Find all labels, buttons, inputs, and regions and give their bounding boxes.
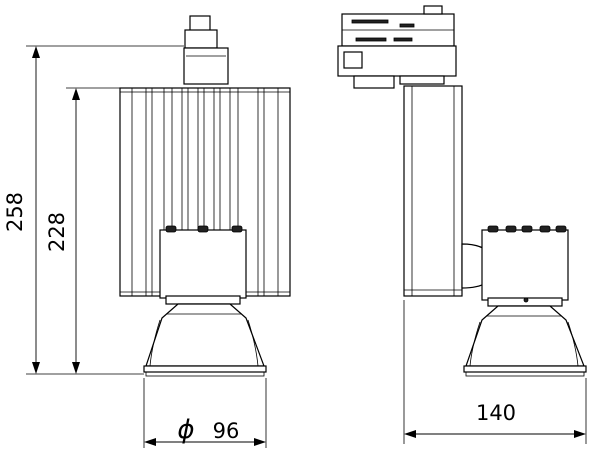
dim-label-diameter: 96 bbox=[213, 419, 240, 443]
side-track-adapter bbox=[337, 5, 457, 89]
front-track-adapter bbox=[183, 15, 229, 85]
side-view bbox=[337, 5, 587, 377]
dim-total-height: 258 bbox=[3, 45, 184, 375]
side-body bbox=[403, 85, 463, 297]
dim-label-total-height: 258 bbox=[3, 192, 27, 232]
side-driver-housing bbox=[481, 225, 569, 307]
dim-diameter: ϕ 96 bbox=[143, 378, 267, 448]
front-driver-housing bbox=[159, 225, 247, 305]
dim-diameter-symbol: ϕ bbox=[177, 415, 194, 445]
front-reflector bbox=[143, 303, 267, 377]
front-view bbox=[119, 15, 291, 377]
dimension-lines: 258 228 ϕ 96 140 bbox=[3, 45, 587, 448]
dim-label-depth: 140 bbox=[476, 401, 516, 425]
dim-depth: 140 bbox=[403, 300, 587, 444]
dim-label-body-height: 228 bbox=[45, 212, 69, 252]
side-reflector bbox=[463, 305, 587, 377]
dim-body-height: 228 bbox=[45, 87, 120, 374]
